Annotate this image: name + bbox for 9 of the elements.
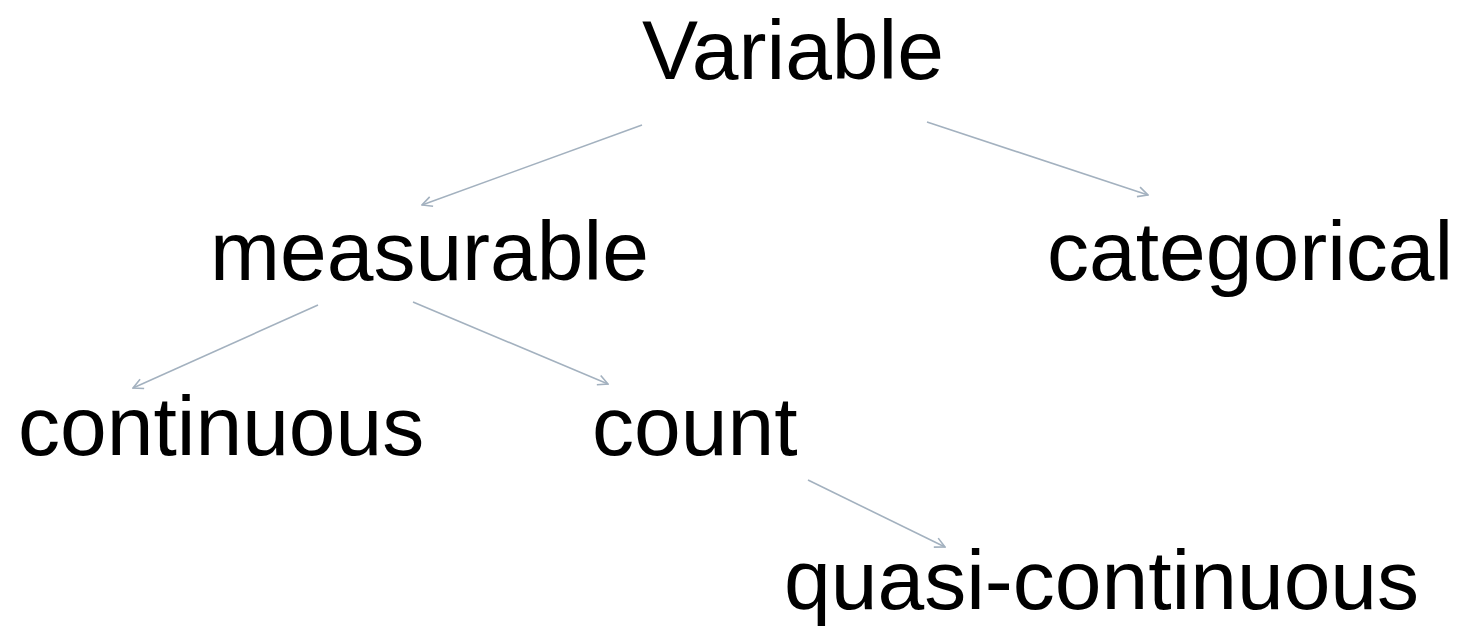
node-label: count xyxy=(592,384,798,468)
arrow xyxy=(132,304,319,390)
arrow xyxy=(412,301,609,386)
arrow xyxy=(421,124,643,208)
node-label: measurable xyxy=(210,209,649,293)
node-label: Variable xyxy=(642,8,944,92)
node-label: continuous xyxy=(18,384,425,468)
arrow xyxy=(807,479,946,548)
arrow xyxy=(926,121,1149,198)
